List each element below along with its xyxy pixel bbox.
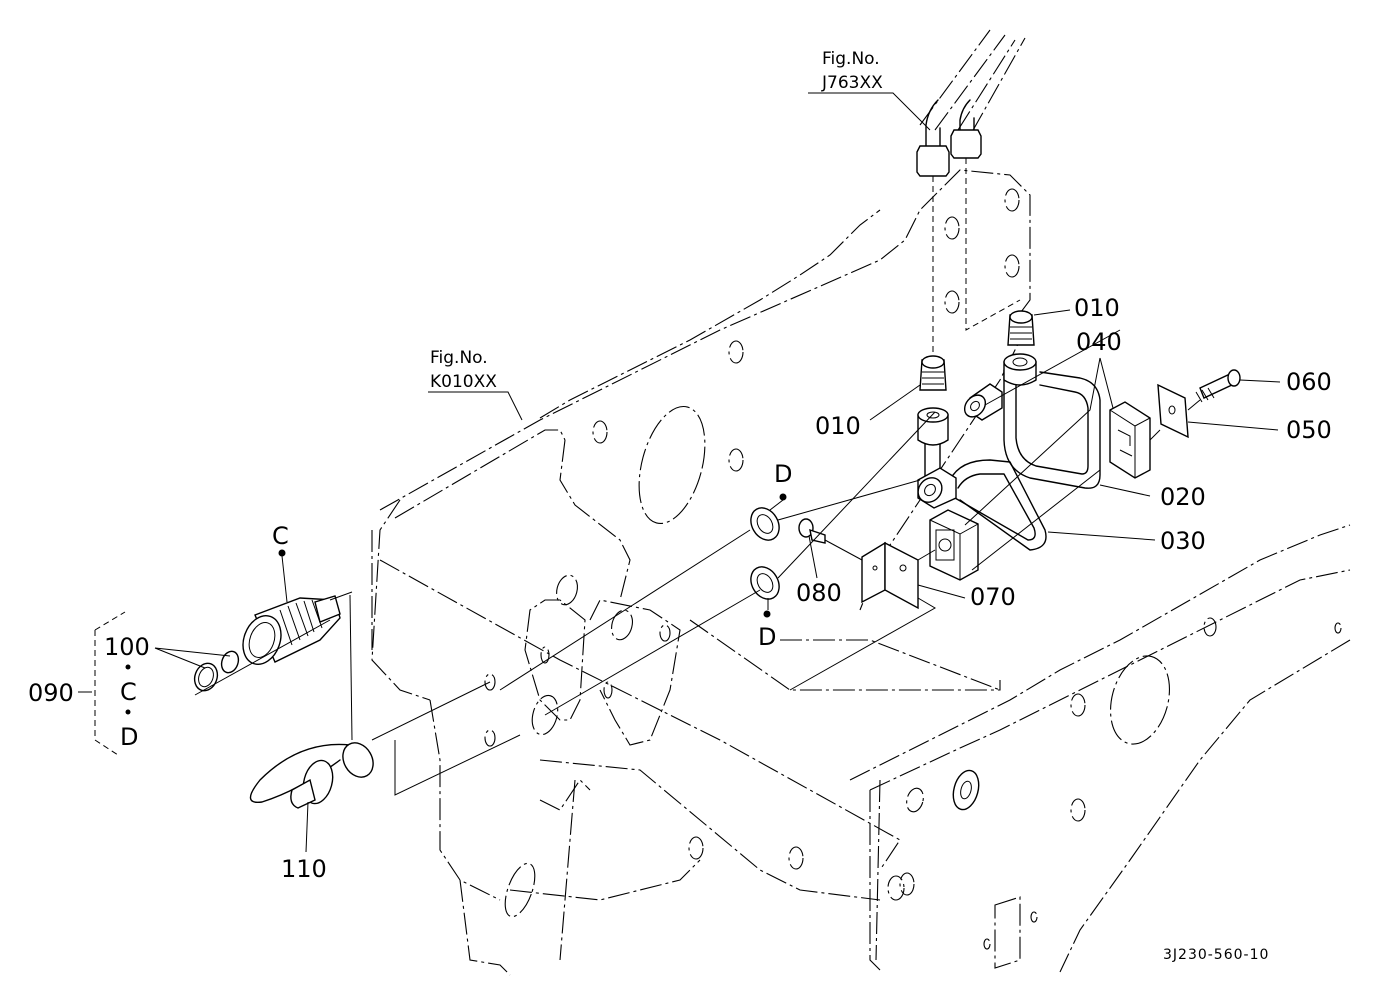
- group-marker-d: D: [120, 723, 138, 751]
- lift-brackets: [484, 574, 681, 747]
- fig-ref-j763-line2: J763XX: [821, 73, 883, 93]
- explode-lines: [194, 329, 1201, 796]
- upper-pipes: [916, 29, 1026, 370]
- bracket-070: [861, 541, 919, 610]
- dust-cap-110: [249, 742, 374, 809]
- group-marker-c: C: [120, 678, 137, 706]
- fig-ref-j763-line1: Fig.No.: [822, 49, 880, 69]
- callout-090: 090: [28, 679, 74, 707]
- adapter-010-right: [1007, 310, 1035, 346]
- callout-020: 020: [1160, 483, 1206, 511]
- seal-d-upper: [750, 507, 780, 541]
- fig-ref-k010-line2: K010XX: [430, 372, 497, 392]
- leader-lines: [78, 92, 1281, 853]
- seal-d-lower: [750, 566, 780, 600]
- callout-050: 050: [1286, 416, 1332, 444]
- callout-010-left: 010: [815, 412, 861, 440]
- callout-070: 070: [970, 583, 1016, 611]
- plate-050: [1157, 383, 1189, 439]
- reference-dots: [125, 493, 787, 715]
- ref-marker-c-top: C: [272, 522, 289, 550]
- callout-010-right: 010: [1074, 294, 1120, 322]
- callout-040: 040: [1076, 328, 1122, 356]
- bolt-080: [798, 518, 826, 544]
- callout-060: 060: [1286, 368, 1332, 396]
- adapter-010-left: [919, 355, 947, 391]
- ref-marker-d-lower: D: [758, 623, 776, 651]
- bolt-060: [1195, 369, 1241, 403]
- clamp-040-upper: [1109, 401, 1151, 479]
- ref-marker-d-upper: D: [774, 460, 792, 488]
- pipe-020: [963, 353, 1101, 489]
- callout-110: 110: [281, 855, 327, 883]
- callout-080: 080: [796, 579, 842, 607]
- callout-030: 030: [1160, 527, 1206, 555]
- clamp-040-lower: [929, 509, 979, 581]
- quick-coupler-c: [242, 595, 341, 665]
- callout-100: 100: [104, 633, 150, 661]
- frame-outline: [371, 169, 1351, 976]
- drawing-code: 3J230-560-10: [1163, 947, 1269, 963]
- o-rings-100: [193, 650, 240, 692]
- fig-ref-k010-line1: Fig.No.: [430, 348, 488, 368]
